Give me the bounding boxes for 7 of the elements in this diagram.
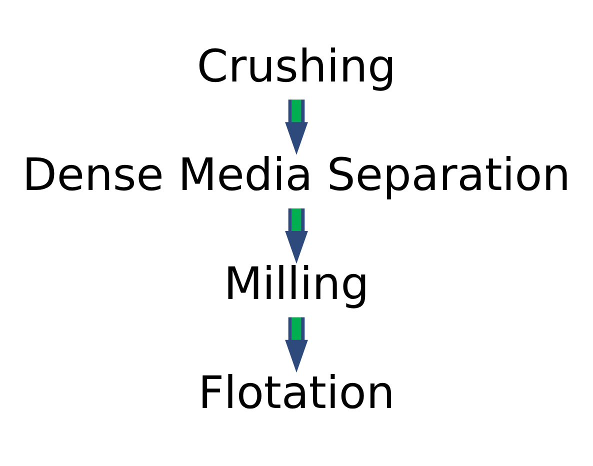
- node-text: Milling: [224, 256, 370, 310]
- arrow: [285, 99, 308, 154]
- arrow: [285, 316, 308, 372]
- node-text: Flotation: [198, 365, 395, 418]
- node-text: Dense Media Separation: [22, 148, 571, 201]
- arrow: [285, 208, 308, 264]
- node-text: Crushing: [196, 38, 396, 92]
